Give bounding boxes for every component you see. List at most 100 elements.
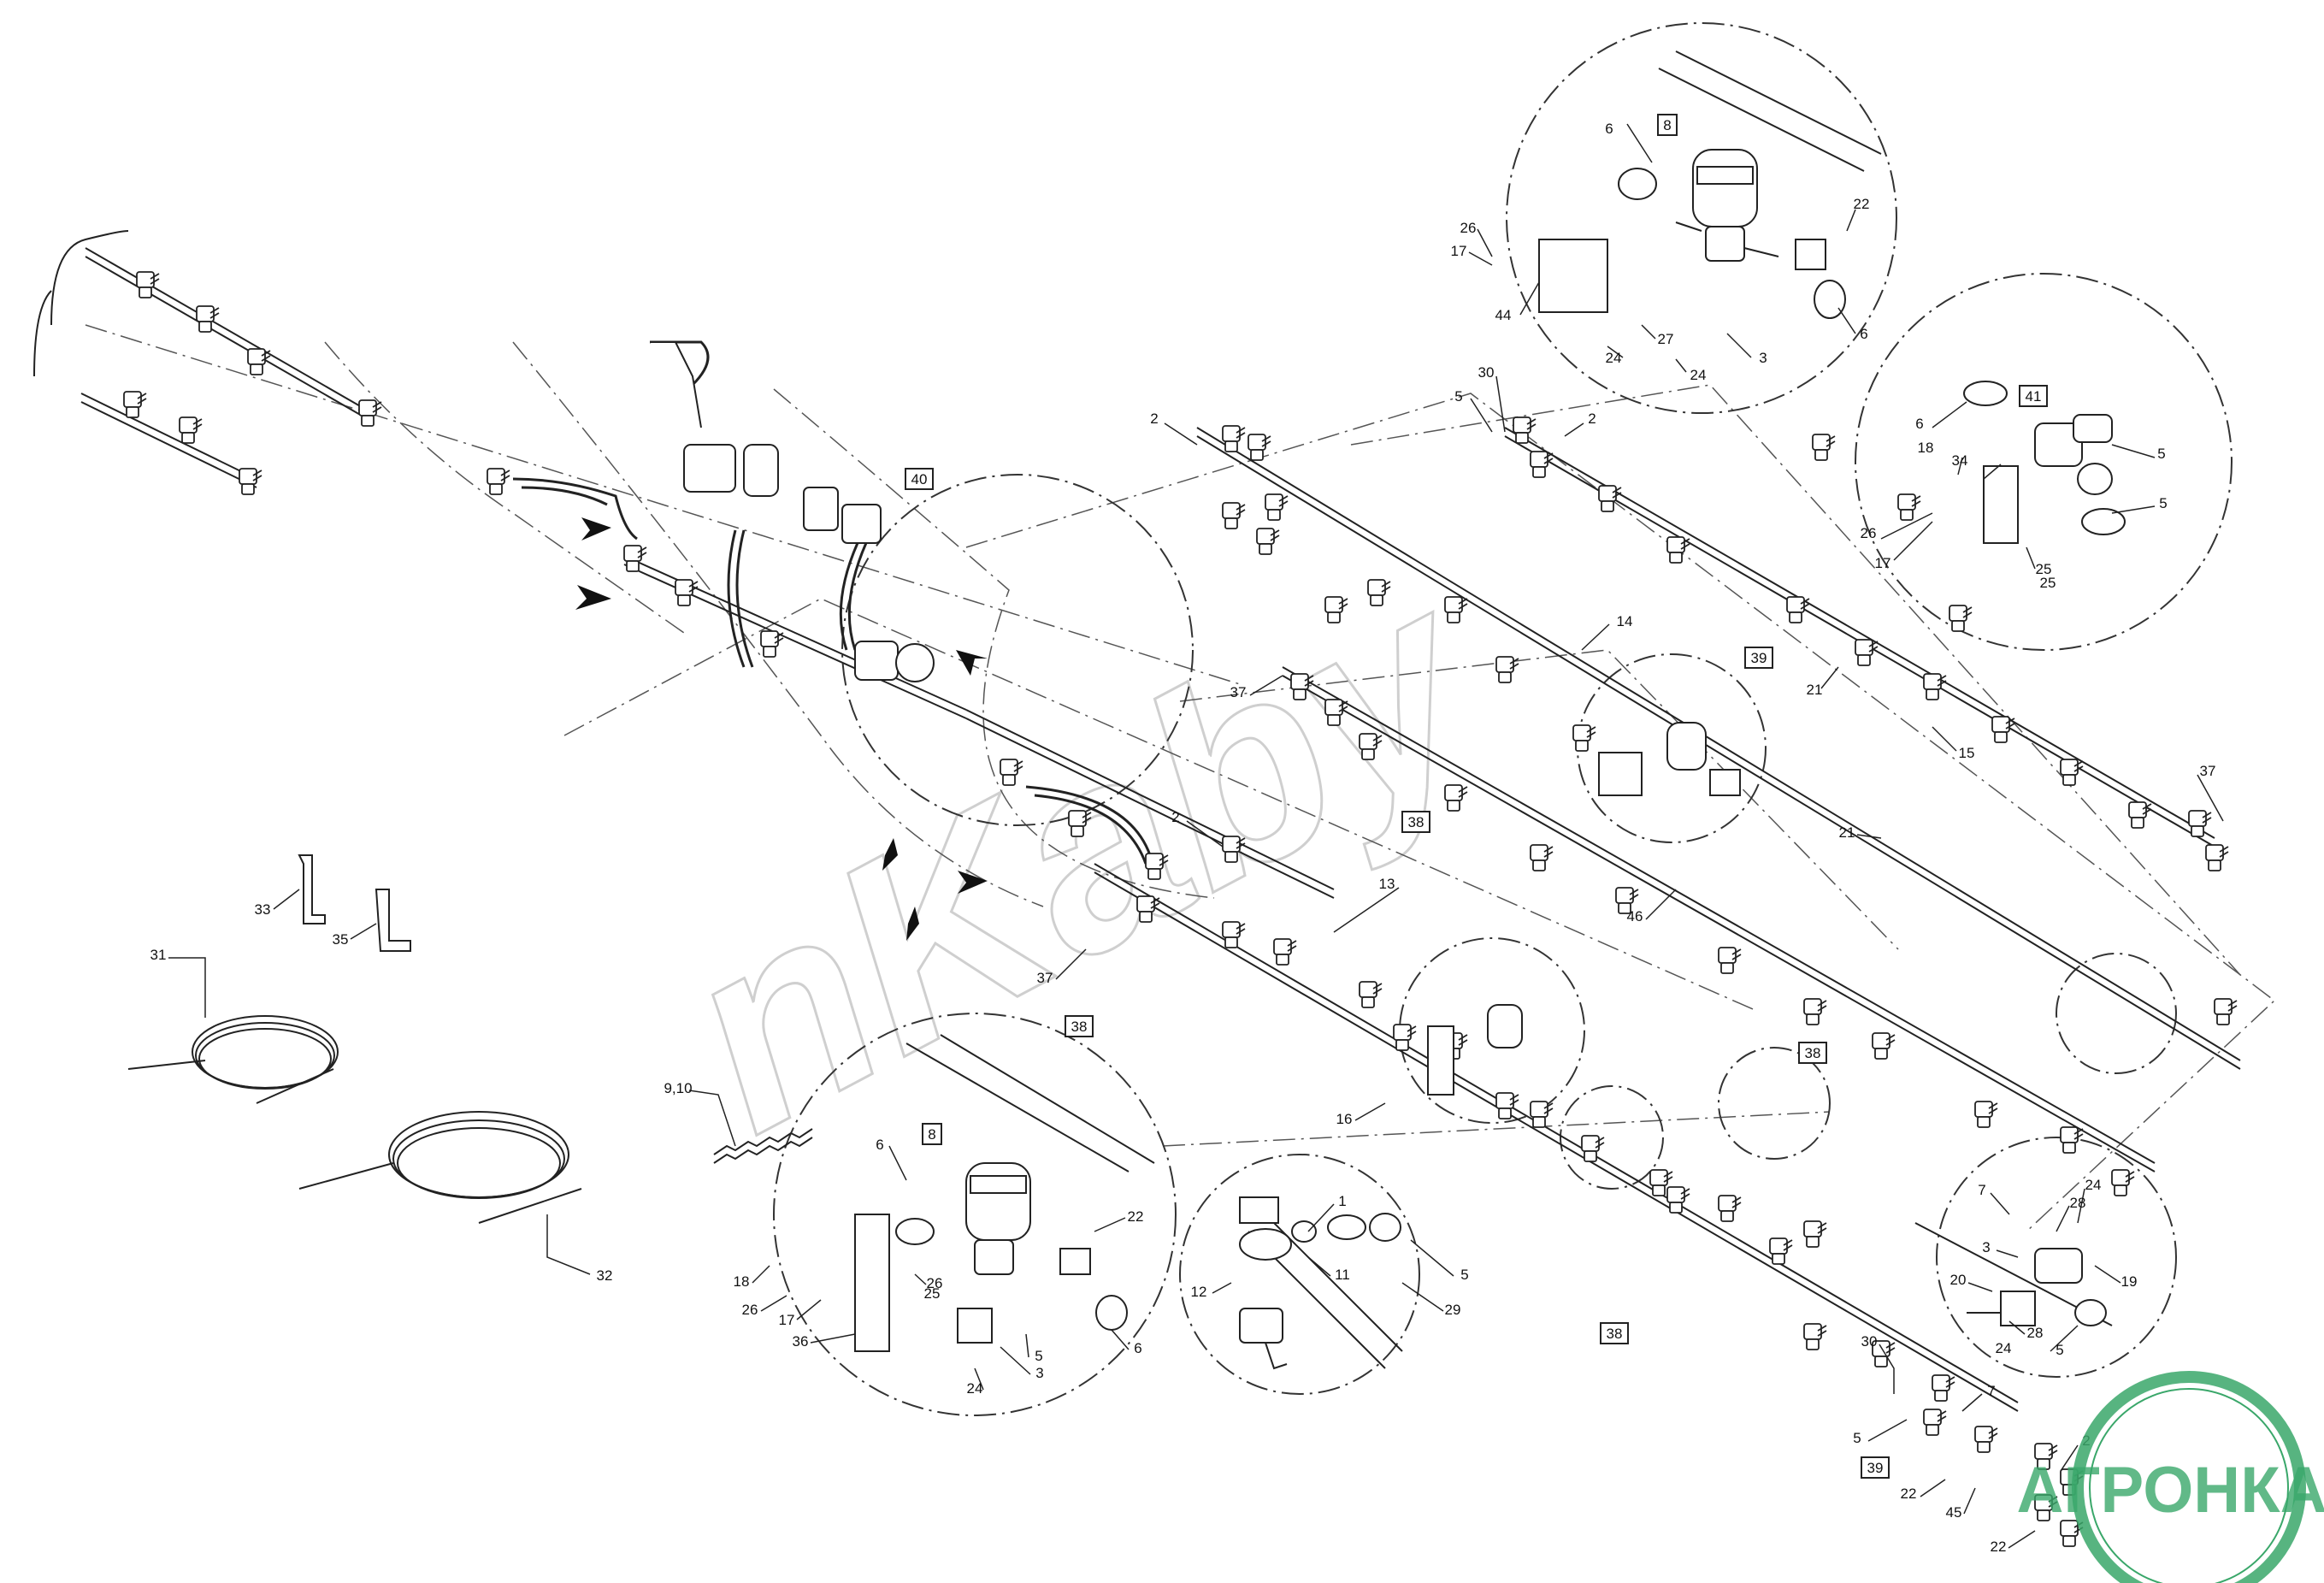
callout-label: 3 [1759,350,1767,366]
logo: АГРОНКА [2017,1371,2324,1583]
spring-9-10 [713,1128,813,1164]
nozzle-clamp [1273,938,1297,966]
leader-line [1820,666,1839,689]
callout-c65: 38 [1600,1322,1629,1344]
callout-c10: 22 [1854,196,1870,212]
leader-line [1957,457,1963,475]
callout-label: 8 [1663,117,1671,133]
nozzle-clamp [760,630,784,658]
callout-c3: 26 [1460,220,1477,236]
detail-top-valve [1538,149,1846,319]
leader-line [1626,123,1653,163]
callout-label: 5 [2159,495,2167,511]
callout-label: 24 [2085,1177,2102,1193]
nozzle-clamp [1444,784,1468,812]
callout-label: 38 [1607,1326,1623,1342]
callout-c49: 18 [734,1273,750,1290]
nozzle-clamps [123,271,2238,1547]
callout-c12: 30 [1478,364,1495,381]
nozzle-clamp [1932,1374,1955,1402]
callout-c20: 34 [1952,452,1968,469]
logo-text: АГРОНКА [2017,1454,2324,1527]
callout-c45: 16 [1336,1111,1353,1127]
callout-c50: 26 [742,1302,758,1318]
detail-circle-mid-5 [2056,953,2177,1074]
nozzle-clamp [1359,733,1383,760]
flow-arrows [575,517,988,941]
nozzle-clamp [1136,895,1160,923]
arrow-icon [956,650,988,676]
callout-label: 26 [1460,220,1477,236]
callout-c60: 1 [1338,1193,1346,1209]
nozzle-clamp [2111,1169,2135,1196]
leader-line [1996,1249,2019,1258]
detail-lower-right-valve [1967,1248,2107,1326]
nozzle-clamp [487,468,510,495]
callout-c52: 36 [793,1333,809,1350]
leader-line [1186,820,1224,848]
detail-circle-bottom-left [773,1013,1177,1416]
coil-32 [298,1111,582,1224]
nozzle-clamp [1897,493,1921,521]
callout-c7: 24 [1606,350,1622,366]
nozzle-clamp [1923,1409,1947,1436]
callout-label: 17 [779,1312,795,1328]
callout-label: 25 [2040,575,2056,591]
nozzle-clamp [1222,502,1246,529]
leader-line [2197,774,2224,822]
leader-line [1212,1282,1232,1294]
leader-line [1468,251,1493,266]
leader-line [1477,228,1493,257]
callout-label: 5 [1035,1348,1042,1364]
callout-label: 25 [924,1285,941,1302]
callout-label: 28 [2027,1325,2044,1341]
callout-c53: 26 [927,1275,943,1291]
callout-label: 2 [1588,411,1596,427]
callout-c54: 25 [924,1285,941,1302]
leader-line [546,1214,591,1275]
callout-label: 22 [1991,1539,2007,1555]
callout-label: 7 [1987,1383,1995,1399]
nozzle-clamp [1444,596,1468,623]
callout-c67: 24 [2085,1177,2102,1193]
callout-c56: 3 [1035,1365,1043,1381]
nozzle-clamp [1581,1135,1605,1162]
nozzle-clamp [1803,1323,1827,1350]
callout-label: 3 [1035,1365,1043,1381]
leader-line [1401,1282,1444,1312]
leader-line [1094,1217,1126,1232]
leader-line [1893,521,1933,561]
nozzle-clamp [1530,451,1554,478]
callout-c66: 7 [1978,1182,1985,1198]
boom-contour [33,230,129,377]
callout-c42: 38 [1065,1015,1094,1037]
callout-box [922,1123,942,1145]
nozzle-clamp [179,416,203,444]
nozzle-clamp [1495,1092,1519,1119]
callout-c78: 39 [1861,1456,1890,1479]
detail-circle-lower-right [1936,1137,2177,1378]
hoses [512,340,1152,865]
callout-c32: 37 [1230,684,1247,700]
leader-line [1880,512,1933,540]
leader-line [1867,1419,1908,1442]
callout-c35: 2 [1171,809,1179,825]
detail-circle-mid-3 [1560,1085,1664,1190]
leader-line [1920,1479,1946,1497]
callout-box [905,468,934,490]
callout-c2: 6 [1605,121,1613,137]
callout-label: 37 [1230,684,1247,700]
callout-c59: 32 [597,1267,613,1284]
nozzle-clamp [675,579,699,606]
leader-line [273,889,300,910]
leader-line [1675,358,1687,373]
callout-label: 19 [2121,1273,2138,1290]
leader-line [1164,422,1198,446]
detail-nozzle [1239,1196,1401,1370]
callout-c31: 37 [2200,763,2216,779]
nozzle-clamp [1145,853,1169,880]
nozzle-clamp [2034,1494,2058,1521]
callout-c77: 5 [1853,1430,1861,1446]
nozzle-clamp [1855,639,1879,666]
callout-label: 37 [2200,763,2216,779]
